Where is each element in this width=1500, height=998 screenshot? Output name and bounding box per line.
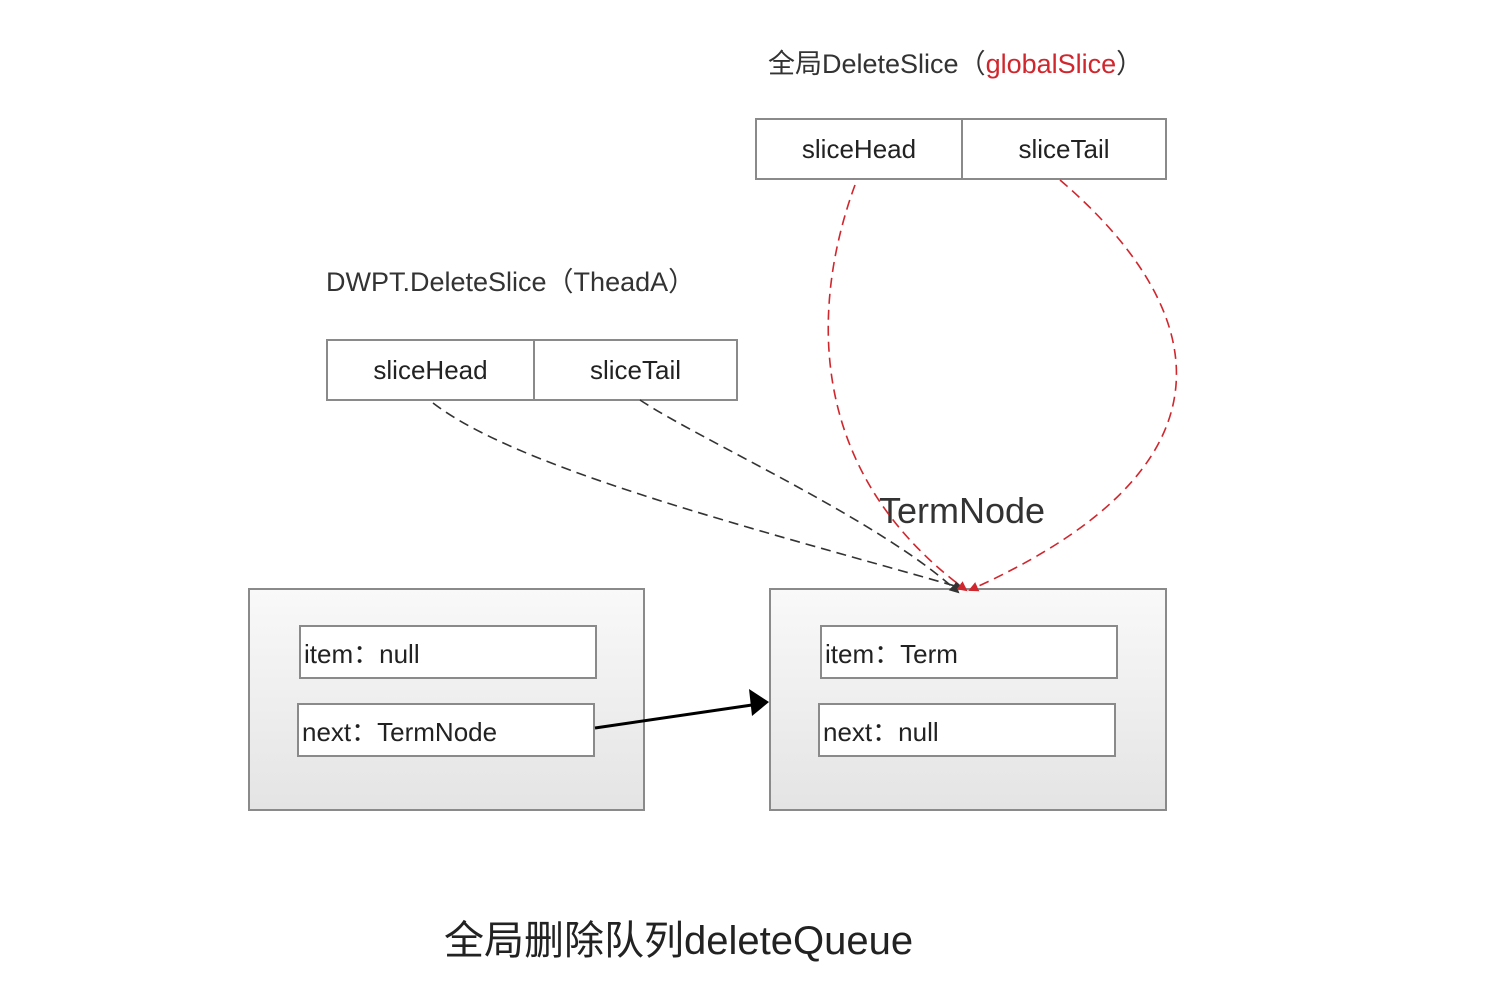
- left-node-next-field: next：TermNode: [297, 703, 595, 757]
- thread-slice-head-label: sliceHead: [373, 354, 488, 385]
- next-pointer-arrow: [594, 703, 753, 730]
- global-slice-title-suffix: ）: [1116, 49, 1144, 79]
- right-node-next-text: next：null: [823, 716, 939, 747]
- thread-slice-title: DWPT.DeleteSlice（TheadA）: [326, 267, 696, 297]
- left-node-next-text: next：TermNode: [302, 716, 498, 747]
- right-node-next-field: next：null: [818, 703, 1116, 757]
- global-slice-tail-cell: sliceTail: [961, 118, 1167, 180]
- global-slice-title: 全局DeleteSlice（globalSlice）: [768, 42, 1143, 81]
- right-term-node: item：Term next：null: [769, 588, 1167, 811]
- right-node-item-text: item：Term: [825, 638, 958, 669]
- thread-slice-tail-label: sliceTail: [589, 354, 682, 385]
- global-slice-head-label: sliceHead: [801, 133, 917, 164]
- left-term-node: item：null next：TermNode: [248, 588, 645, 811]
- term-node-label: TermNode: [879, 490, 1046, 531]
- right-node-item-field: item：Term: [820, 625, 1118, 679]
- thread-slice-head-pointer: [432, 402, 964, 591]
- next-pointer-arrowhead: [749, 689, 769, 716]
- global-slice-title-prefix: 全局DeleteSlice（: [768, 49, 986, 79]
- thread-slice-tail-cell: sliceTail: [533, 339, 738, 401]
- global-slice-head-pointer: [827, 184, 968, 592]
- thread-slice-head-cell: sliceHead: [326, 339, 535, 401]
- diagram-caption: 全局删除队列deleteQueue: [444, 919, 914, 963]
- global-slice-name: globalSlice: [985, 49, 1117, 79]
- left-node-item-text: item：null: [304, 638, 420, 669]
- left-node-item-field: item：null: [299, 625, 597, 679]
- global-slice-tail-pointer: [968, 179, 1178, 592]
- global-slice-tail-label: sliceTail: [1018, 133, 1110, 164]
- thread-slice-tail-pointer: [639, 399, 960, 594]
